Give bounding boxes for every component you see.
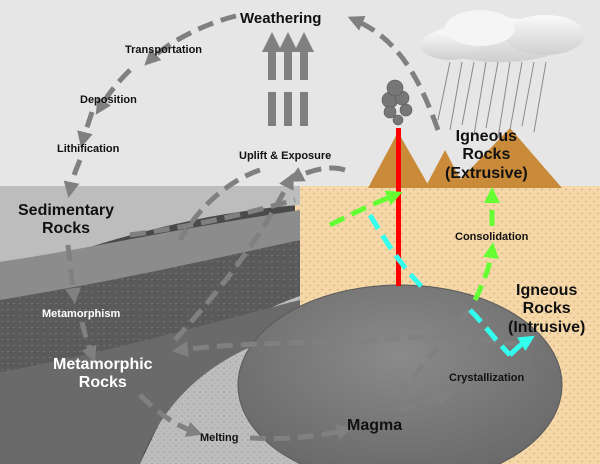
uplift-arrows — [262, 32, 314, 126]
arrow-transportation-to-deposition — [95, 68, 132, 115]
label-igneous-intrusive: Igneous Rocks (Intrusive) — [508, 282, 586, 336]
arrow-igneous-to-weathering — [347, 15, 441, 131]
arrow-uplift-entry — [287, 165, 346, 182]
arrow-lithification-to-sedimentary — [63, 159, 83, 198]
volcano-smoke — [381, 79, 413, 126]
arrow-weathering-to-transportation — [144, 13, 237, 66]
arrow-metamorphic-to-melting — [138, 393, 203, 437]
volcano-cone-right — [452, 128, 562, 188]
label-transportation: Transportation — [125, 44, 203, 56]
arrow-igneous-intrusive-to-metamorphic — [172, 334, 521, 357]
arrow-deposition-to-lithification — [77, 111, 95, 148]
label-metamorphism: Metamorphism — [42, 308, 121, 320]
magma-vent — [396, 128, 401, 286]
label-deposition: Deposition — [80, 94, 137, 106]
arrow-igneous-to-magma — [392, 308, 472, 407]
deep-rock-layer — [0, 300, 300, 464]
arrow-metamorphism-to-metamorphic — [79, 321, 97, 363]
arrow-magma-to-crystallization — [399, 389, 453, 413]
rain-cloud — [420, 10, 585, 62]
arrow-cyan-descend — [367, 213, 427, 292]
arrow-intrusive-to-consolidation — [472, 242, 499, 302]
arrow-melting-to-magma — [249, 424, 353, 442]
label-sedimentary-rocks: Sedimentary Rocks — [18, 202, 115, 238]
arrow-magma-rise-green — [328, 190, 403, 228]
label-magma: Magma — [347, 417, 403, 434]
label-crystallization: Crystallization — [449, 372, 525, 384]
label-igneous-extrusive: Igneous Rocks (Extrusive) — [445, 128, 528, 182]
label-metamorphic-rocks: Metamorphic Rocks — [53, 356, 153, 392]
label-lithification: Lithification — [57, 143, 120, 155]
label-consolidation: Consolidation — [455, 231, 529, 243]
sedimentary-rock-layer — [0, 186, 300, 262]
arrow-cyan-intrusive — [468, 308, 512, 357]
arrow-sedimentary-to-metamorphism — [65, 244, 81, 304]
arrow-crystallization-to-intrusive — [508, 335, 535, 357]
label-weathering: Weathering — [240, 10, 322, 27]
label-melting: Melting — [200, 432, 239, 444]
arrow-uplift-curve-left — [177, 167, 261, 242]
metamorphic-rock-layer — [0, 240, 300, 372]
sedimentary-layer-lower — [0, 210, 300, 300]
arrow-metamorphic-to-uplift — [173, 172, 294, 342]
rain — [437, 61, 547, 139]
label-uplift-exposure: Uplift & Exposure — [239, 150, 332, 162]
volcano-cone-middle — [425, 150, 465, 188]
